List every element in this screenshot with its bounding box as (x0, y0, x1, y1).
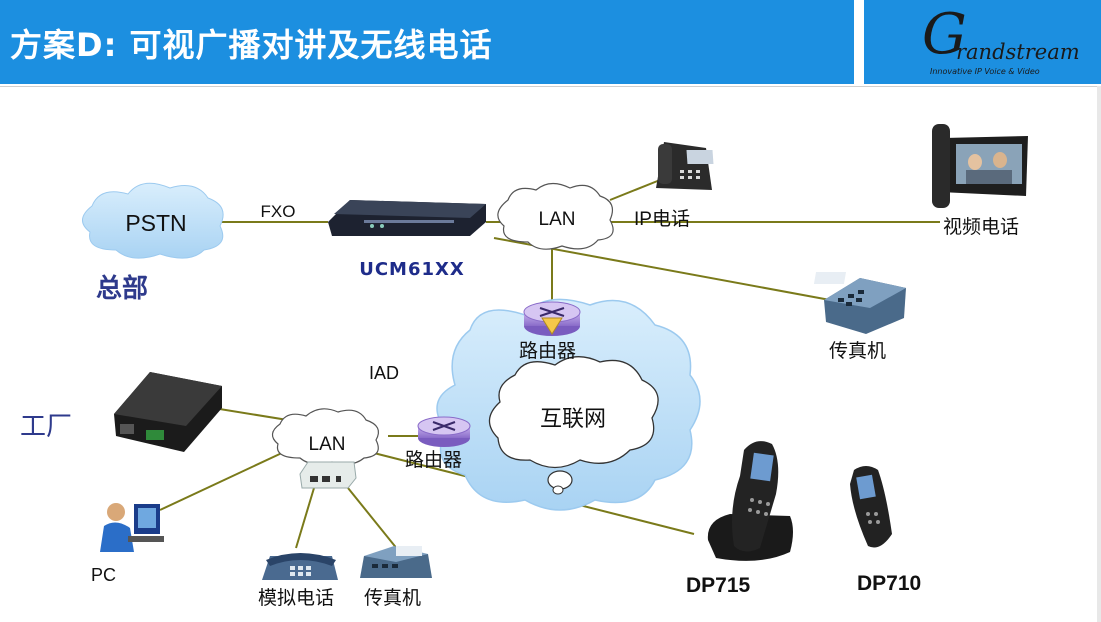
dp710-label: DP710 (857, 572, 921, 595)
fax-machine-icon-top (813, 272, 906, 334)
lan-cloud-bottom: LAN (271, 408, 379, 465)
ucm-device (328, 200, 486, 236)
analog-phone-icon (262, 553, 338, 580)
router-top-label: 路由器 (519, 340, 576, 362)
fax-top-label: 传真机 (829, 340, 886, 362)
header-divider (0, 86, 1101, 87)
internet-cloud: 互联网 (436, 298, 701, 511)
lan-top-label: LAN (539, 209, 576, 230)
ata-device-icon (299, 461, 357, 489)
pstn-cloud: PSTN (82, 182, 224, 259)
header-bar: 方案D: 可视广播对讲及无线电话 (0, 0, 854, 84)
ucm-label: UCM61XX (359, 259, 465, 280)
dp715-handset-icon (707, 441, 793, 561)
line-lan-pc (159, 451, 285, 511)
hq-label: 总部 (96, 274, 148, 304)
iad-device-icon (114, 372, 222, 452)
pc-user-icon (100, 503, 164, 552)
logo-tagline: Innovative IP Voice & Video (930, 67, 1040, 76)
pstn-label: PSTN (125, 210, 186, 236)
grandstream-logo: G randstream Innovative IP Voice & Video (864, 0, 1101, 84)
dp715-label: DP715 (686, 574, 751, 597)
iad-label: IAD (369, 363, 399, 383)
logo-wordmark: randstream (956, 40, 1080, 64)
video-phone-label: 视频电话 (943, 216, 1019, 238)
slide-edge (1097, 86, 1101, 622)
logo-letter: G (922, 2, 967, 67)
video-phone-icon (932, 124, 1028, 208)
factory-label: 工厂 (20, 412, 72, 442)
lan-bottom-label: LAN (309, 434, 346, 455)
ip-phone-label: IP电话 (634, 208, 690, 230)
page-title: 方案D: 可视广播对讲及无线电话 (10, 26, 493, 64)
analog-phone-label: 模拟电话 (258, 587, 334, 609)
lan-cloud-top: LAN (497, 182, 614, 250)
pc-label: PC (91, 565, 116, 585)
router-icon-top (523, 301, 581, 336)
fxo-label: FXO (261, 202, 296, 221)
fax-machine-icon-bottom (360, 546, 432, 578)
dp710-handset-icon (850, 466, 892, 548)
line-ata-fax (347, 487, 399, 551)
fax-bottom-label: 传真机 (364, 587, 421, 609)
router-bottom-label: 路由器 (405, 449, 462, 471)
router-icon-bottom (417, 416, 471, 447)
ip-phone-icon (656, 142, 714, 190)
line-ata-analog (295, 487, 315, 549)
line-lan-ipphone (609, 179, 661, 201)
internet-label: 互联网 (540, 406, 606, 431)
